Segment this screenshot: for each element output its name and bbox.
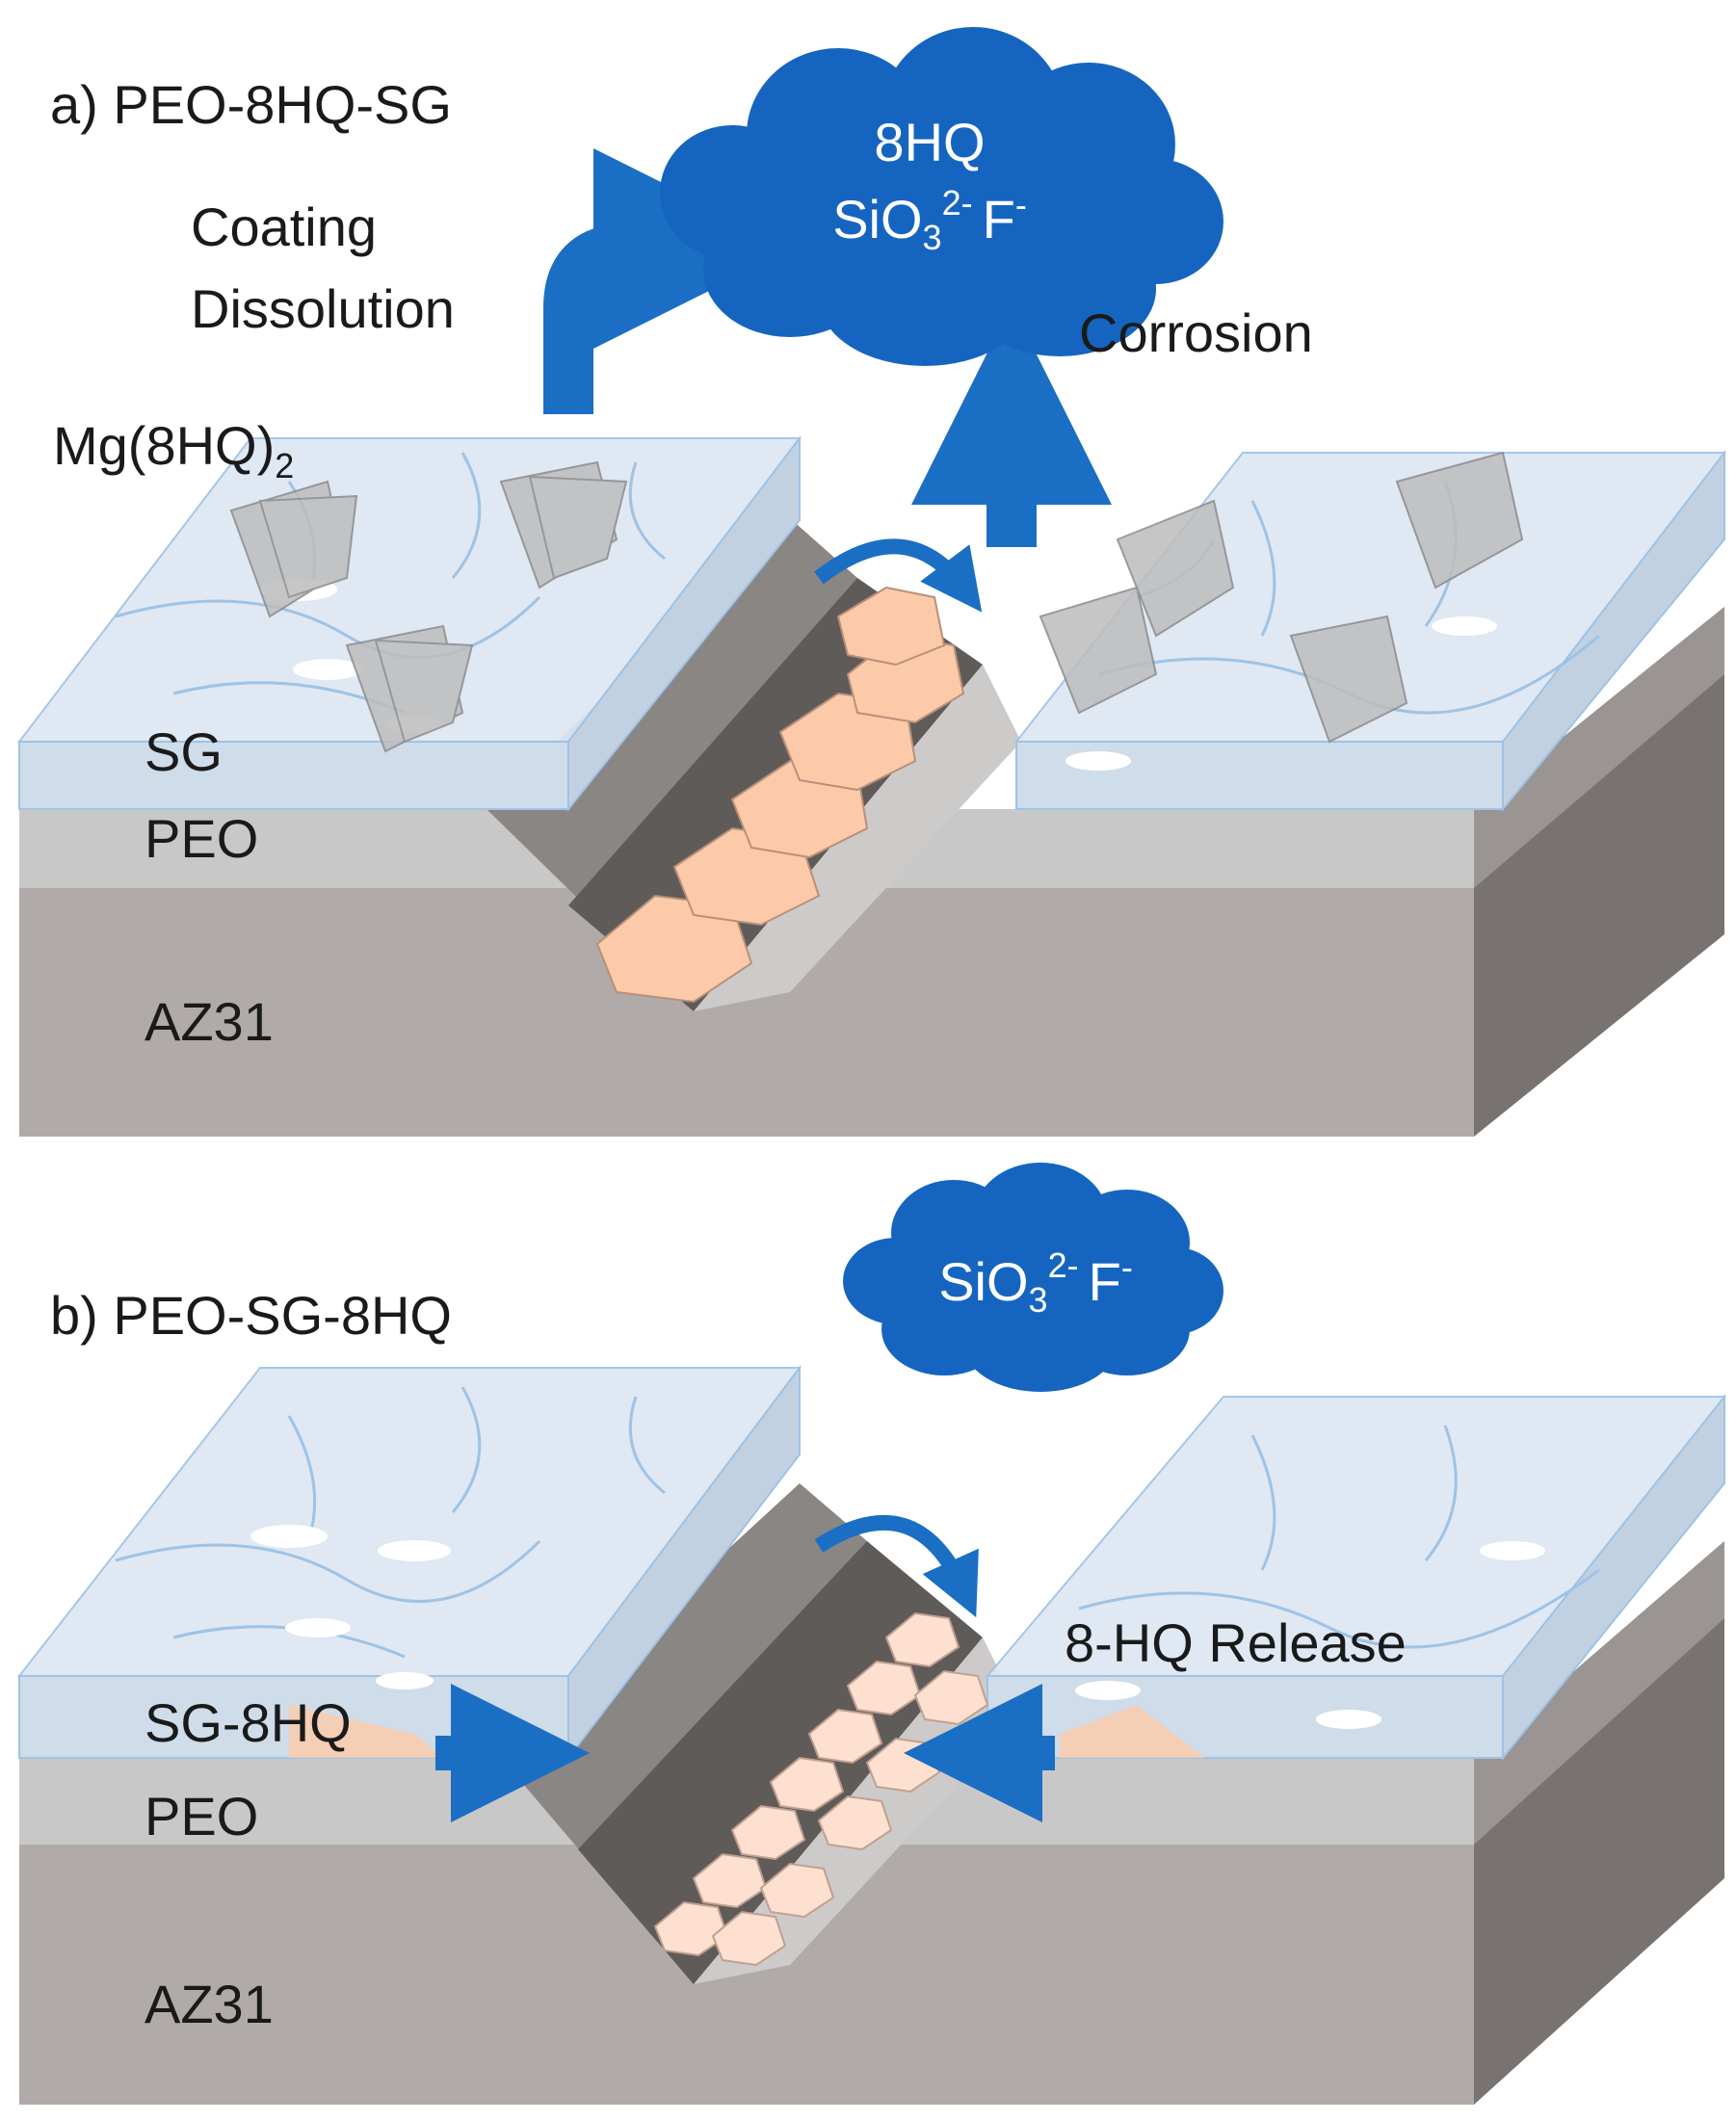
panel-b-curved-arrow [814,1515,979,1618]
panel-a: 8HQ SiO32-F- a) PEO-8HQ-SG Coating Disso… [16,27,1727,1137]
panel-b-cloud [843,1163,1223,1392]
panel-b-layer-sg8hq: SG-8HQ [145,1692,352,1753]
panel-b-layer-az31: AZ31 [145,1974,274,2034]
panel-a-layer-sg: SG [145,721,223,782]
panel-b-title: b) PEO-SG-8HQ [50,1285,452,1346]
panel-a-layer-az31: AZ31 [145,991,274,1052]
panel-b-sg-right [985,1394,1727,1761]
panel-b-cloud-ions: SiO32-F- [938,1245,1133,1320]
panel-b-side-face [1474,1541,1724,2105]
panel-a-corrosion-label: Corrosion [1079,302,1313,363]
panel-a-corrosion-products [595,586,965,1004]
panel-a-curved-arrow [814,538,983,613]
panel-a-coating-label: Coating [191,196,377,257]
panel-b-scratch-floor [578,1541,983,1984]
panel-a-side-face [1474,607,1724,1137]
panel-b-substrate-front [19,1845,1474,2105]
panel-a-peo-side [1474,607,1724,888]
panel-b-release-label: 8-HQ Release [1065,1612,1407,1673]
panel-a-substrate-front [19,888,1474,1137]
panel-a-layer-peo: PEO [145,808,258,869]
panel-a-dissolution-arrow [543,148,794,414]
panel-b-peo-side [1474,1541,1724,1845]
panel-b-block [19,1483,1724,2105]
panel-a-dissolution-label: Dissolution [191,278,455,339]
panel-a-mg8hq-crystals [229,451,1524,753]
panel-b: SiO32-F- b) PEO-SG-8HQ 8-HQ Release SG-8… [16,1163,1727,2105]
panel-a-cloud-ions: SiO32-F- [832,183,1027,257]
panel-b-layer-peo: PEO [145,1786,258,1846]
panel-a-cloud [660,27,1223,366]
panel-a-scratch-slope [694,665,1021,1011]
panel-b-8hq-reservoir-left [289,1705,443,1758]
panel-a-scratch-wall [487,518,857,1011]
panel-a-complex-label: Mg(8HQ)2 [53,415,294,485]
panel-b-8hq-reservoir-right [1060,1705,1204,1758]
panel-a-cloud-8hq: 8HQ [874,112,985,172]
panel-a-title: a) PEO-8HQ-SG [50,74,452,135]
